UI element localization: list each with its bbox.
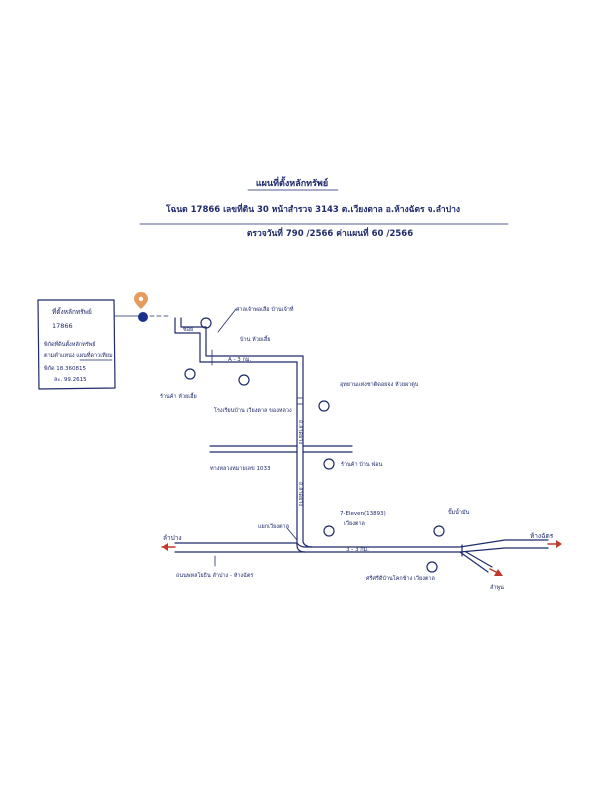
- road-a-label: A - 3 กม.: [228, 357, 251, 363]
- road-a-bottom: [205, 349, 304, 357]
- main-hwy-top: [174, 539, 549, 548]
- legend-line-4: ตามตำแหน่ง แผนที่ดาวเทียม: [44, 351, 113, 359]
- survey-info: ตรวจวันที่ 790 /2566 ค่าแผนที่ 60 /2566: [247, 226, 413, 239]
- direction-right-label: ห้างฉัตร: [530, 532, 554, 540]
- label-7eleven: 7-Eleven(13893): [340, 511, 386, 517]
- branch-road-b: [465, 551, 493, 568]
- legend-line-5: พิกัด 18.360815: [44, 365, 87, 372]
- landmark-park-icon: [318, 400, 330, 412]
- legend-line-1: ที่ตั้งหลักทรัพย์: [52, 307, 92, 316]
- label-right-shop: ร้านค้า บ้าน ฟ่อน: [341, 461, 383, 468]
- label-bottom-right: ศรีศรีดีบ้านโคกช้าง เวียงตาล: [366, 574, 435, 582]
- deed-info: โฉนด 17866 เลขที่ดิน 30 หน้าสำรวจ 3143 ต…: [165, 202, 460, 215]
- label-bottom-left: ถนนพหลโยธิน ลำปาง - ห้างฉัตร: [176, 571, 253, 579]
- label-gas: ปั๊มน้ำมัน: [448, 508, 470, 516]
- branch-road-a: [459, 551, 489, 573]
- leader-shrine: [217, 308, 237, 333]
- target-dot-icon: [138, 312, 148, 322]
- legend-line-3: พิกัดที่ดินตั้งหลักทรัพย์: [44, 340, 96, 348]
- landmark-school-icon: [238, 374, 250, 386]
- label-temple-bend: บ้าน ห้วยเฮี้ย: [240, 335, 270, 343]
- label-7eleven-sub: เวียงตาล: [344, 520, 365, 527]
- label-shrine: ศาลเจ้าพ่อเสือ บ้านเจ้าที่: [236, 305, 294, 313]
- landmark-temple-icon: [426, 561, 438, 573]
- landmark-shrine-icon: [200, 317, 212, 329]
- soi-label: ซอย: [183, 326, 193, 333]
- legend-line-2: 17866: [52, 322, 73, 330]
- map-title: แผนที่ตั้งหลักทรัพย์: [256, 176, 328, 189]
- landmark-store-icon: [323, 458, 335, 470]
- soi-road-inner: [180, 317, 207, 351]
- legend-box: [37, 299, 116, 390]
- road-a-top: [199, 349, 298, 363]
- legend-line-6: ละ. 99.2615: [54, 377, 87, 383]
- map-pin-icon: [134, 292, 148, 309]
- label-park: อุทยานแห่งชาติดอยจง ห้วยผาตูบ: [340, 381, 419, 388]
- soi-road-outer: [174, 317, 201, 351]
- landmark-7eleven-icon: [323, 525, 335, 537]
- junction-curve-right: [302, 537, 313, 548]
- arrow-left-icon: [162, 543, 168, 551]
- landmark-shop-icon: [184, 368, 196, 380]
- arrow-right-icon: [556, 540, 562, 548]
- landmark-gas-icon: [433, 525, 445, 537]
- highway-label: ทางหลวงหมายเลข 1033: [210, 466, 271, 472]
- road-b-label: 3 - 3 กม.: [346, 547, 369, 553]
- label-junction: แยกเวียงตาล: [258, 523, 289, 530]
- direction-down-label: ลำพูน: [490, 584, 504, 591]
- main-road-label-a: ถ.ลาดยาง: [297, 420, 303, 444]
- label-left-shop: ร้านค้า ห้วยเฮี้ย: [160, 392, 197, 400]
- arrow-down-icon: [494, 569, 503, 576]
- main-road-label-b: ถ.ลาดยาง: [297, 482, 303, 506]
- junction-curve-left: [296, 537, 306, 553]
- direction-left-label: ลำปาง: [163, 534, 182, 542]
- label-school: โรงเรียนบ้าน เวียงตาล ของหลวง: [214, 406, 292, 414]
- leader-junction: [286, 527, 298, 541]
